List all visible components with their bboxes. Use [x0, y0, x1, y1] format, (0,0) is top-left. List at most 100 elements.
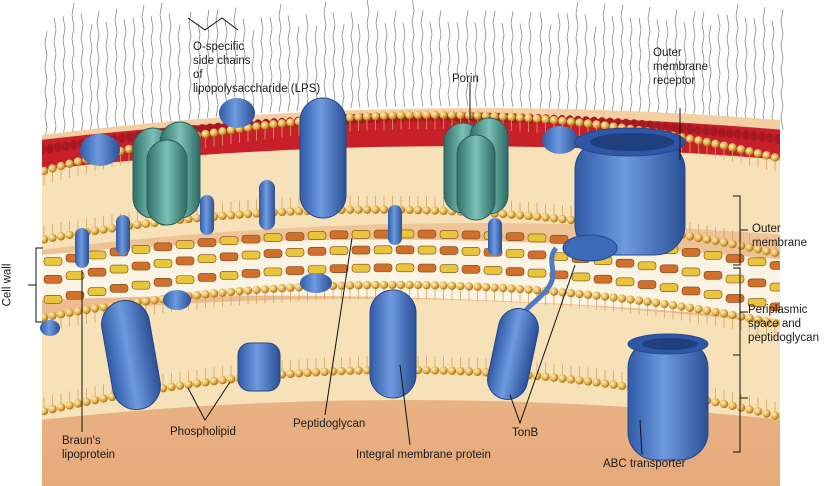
lipid-head	[532, 212, 542, 221]
outer-membrane-protein	[299, 97, 347, 219]
lipid-head	[728, 143, 737, 152]
lipid-head	[736, 241, 746, 250]
lps-chain	[375, 11, 379, 108]
pg-block	[439, 264, 459, 273]
lipid-head	[677, 302, 686, 311]
lipoprotein-peg	[75, 228, 89, 268]
lipid-head	[56, 309, 66, 319]
lipid-head	[566, 215, 576, 225]
pg-block	[417, 263, 437, 273]
lipid-head	[507, 210, 516, 219]
periplasmic-label-line: space and	[748, 318, 802, 330]
lps-chain	[735, 3, 739, 124]
pg-block	[681, 286, 701, 296]
lipid-head	[456, 366, 465, 376]
pg-block	[175, 256, 195, 266]
lipid-head	[515, 284, 525, 294]
lps-bead	[710, 126, 718, 137]
pg-block	[439, 246, 459, 255]
lipid-head	[413, 205, 423, 215]
lps-chain	[771, 20, 775, 129]
pg-block	[725, 254, 745, 263]
lipid-head	[422, 110, 431, 120]
lps-chain	[683, 21, 687, 119]
lipid-head	[439, 110, 448, 120]
pg-block	[285, 248, 305, 257]
pg-block	[637, 261, 657, 271]
lipid-head	[167, 382, 176, 392]
lps-chain	[44, 31, 48, 140]
pg-block	[65, 291, 85, 300]
lipid-head	[345, 281, 355, 290]
lipid-head	[354, 205, 363, 214]
pg-block	[703, 251, 723, 260]
lps-bead	[46, 143, 54, 154]
lipid-head	[694, 233, 703, 243]
lps-chain	[566, 13, 570, 110]
lipid-head	[736, 312, 746, 321]
peptidoglycan-label: Peptidoglycan	[293, 418, 366, 430]
lipid-head	[311, 368, 321, 377]
lipid-head	[269, 284, 278, 293]
lps-chain	[593, 26, 597, 111]
lipid-head	[260, 285, 270, 294]
pg-block	[505, 232, 525, 242]
integral-membrane-protein	[369, 289, 417, 399]
receptor-label-line: membrane	[653, 61, 708, 73]
lps-chain	[692, 10, 696, 119]
pg-block	[769, 261, 780, 270]
integral-membrane-protein-label: Integral membrane protein	[356, 449, 491, 461]
lps-chain	[233, 7, 237, 116]
lipid-head	[73, 157, 83, 166]
lipid-head	[575, 376, 584, 385]
lipid-head	[133, 220, 142, 230]
tonb-protein	[487, 246, 559, 400]
lipid-head	[354, 281, 363, 290]
lps-label-line: of	[193, 69, 203, 81]
lps-side-chains	[44, 0, 784, 140]
lps-chain	[402, 22, 406, 107]
lipid-head	[107, 224, 117, 233]
lipid-head	[549, 287, 559, 296]
lipid-head	[447, 366, 457, 376]
lps-bump-protein	[542, 126, 578, 154]
lipid-head	[498, 209, 508, 219]
lipid-head	[694, 305, 703, 314]
lipid-head	[583, 119, 593, 128]
lipid-head	[651, 298, 661, 308]
lipid-head	[65, 159, 74, 168]
lps-bead	[694, 124, 702, 135]
lipid-head	[600, 379, 610, 388]
pg-block	[87, 287, 107, 297]
lipid-head	[396, 111, 406, 120]
lipid-head	[541, 213, 550, 222]
lipid-head	[745, 313, 754, 323]
porin-label: Porin	[452, 73, 479, 85]
lps-chain	[260, 17, 264, 114]
lipid-head	[515, 211, 525, 220]
pg-block	[637, 280, 657, 289]
lipid-head	[48, 233, 57, 242]
lipid-head	[235, 210, 244, 219]
lps-chain	[753, 18, 757, 127]
lipid-head	[753, 245, 763, 254]
lipid-head	[592, 378, 601, 387]
lipid-head	[184, 380, 193, 389]
pg-block	[131, 245, 151, 254]
lipid-head	[362, 280, 372, 290]
pg-block	[505, 267, 525, 276]
pg-block	[769, 282, 780, 292]
lipid-head	[201, 290, 210, 299]
lipid-head	[634, 296, 644, 305]
lps-chain	[71, 2, 75, 135]
lps-label-line: O-specific	[193, 41, 245, 53]
lps-bead	[70, 139, 78, 150]
pg-block	[439, 230, 459, 239]
lipid-head	[541, 115, 550, 124]
lipid-head	[413, 110, 423, 120]
cell-wall-label: Cell wall	[1, 263, 14, 307]
pg-block	[241, 269, 261, 278]
lipid-head	[209, 376, 219, 386]
lps-chain	[177, 24, 181, 121]
lps-chain	[465, 10, 469, 107]
